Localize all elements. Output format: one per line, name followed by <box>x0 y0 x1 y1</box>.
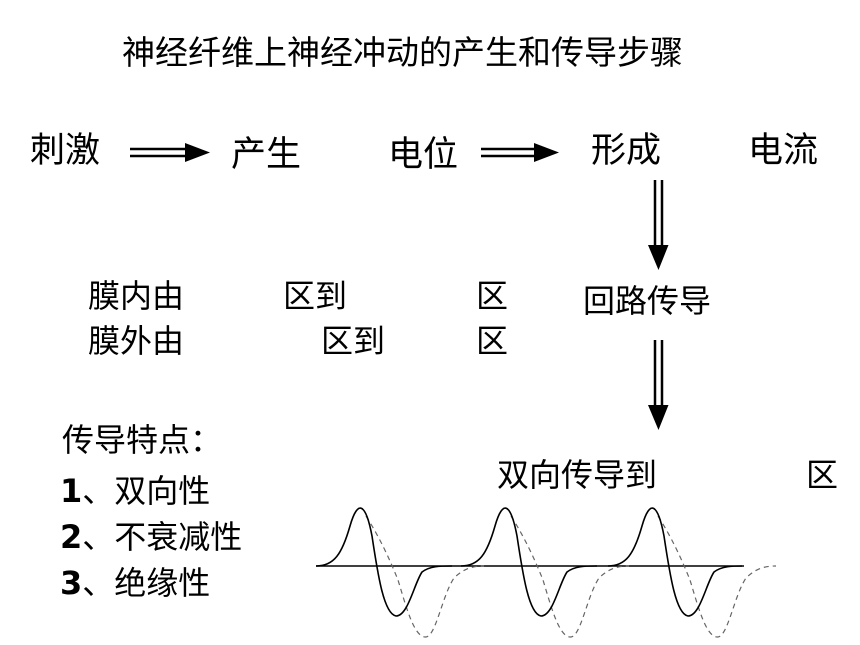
potential-label: 电位 <box>388 135 459 175</box>
wave-solid-curve <box>607 507 745 617</box>
double-arrow-down-icon <box>648 340 669 430</box>
feature-item-2: 2、不衰减性 <box>60 521 242 553</box>
feature-item-1: 1、双向性 <box>60 475 210 507</box>
wave-solid-curve <box>315 507 453 617</box>
feature-text: 、绝缘性 <box>82 564 211 602</box>
double-arrow-right-icon <box>481 143 559 162</box>
features-heading: 传导特点： <box>62 421 223 459</box>
stimulus-label: 刺激 <box>30 131 101 171</box>
action-potential-waveform <box>315 507 777 638</box>
inner-membrane-prefix: 膜内由 <box>88 277 185 315</box>
double-arrow-right-icon <box>130 143 210 162</box>
circuit-conduction-label: 回路传导 <box>583 282 712 320</box>
feature-text: 、不衰减性 <box>82 518 243 556</box>
produce-label: 产生 <box>231 135 302 175</box>
double-arrow-down-icon <box>648 180 669 270</box>
feature-number: 2 <box>60 518 83 556</box>
current-label: 电流 <box>748 131 819 171</box>
wave-dashed-curve <box>510 515 630 638</box>
wave-dashed-curve <box>657 515 777 638</box>
bidirectional-label: 双向传导到 <box>497 456 658 494</box>
bidirectional-end: 区 <box>806 456 839 494</box>
feature-item-3: 3、绝缘性 <box>60 567 210 599</box>
outer-membrane-mid: 区到 <box>321 322 386 360</box>
form-label: 形成 <box>591 131 662 171</box>
inner-membrane-end: 区 <box>476 277 509 315</box>
feature-number: 3 <box>60 564 83 602</box>
feature-number: 1 <box>60 472 83 510</box>
feature-text: 、双向性 <box>82 472 211 510</box>
inner-membrane-mid: 区到 <box>283 277 348 315</box>
wave-solid-curve <box>460 507 598 617</box>
outer-membrane-end: 区 <box>476 322 509 360</box>
page-title: 神经纤维上神经冲动的产生和传导步骤 <box>122 33 683 72</box>
wave-dashed-curve <box>365 515 485 638</box>
outer-membrane-prefix: 膜外由 <box>88 322 185 360</box>
